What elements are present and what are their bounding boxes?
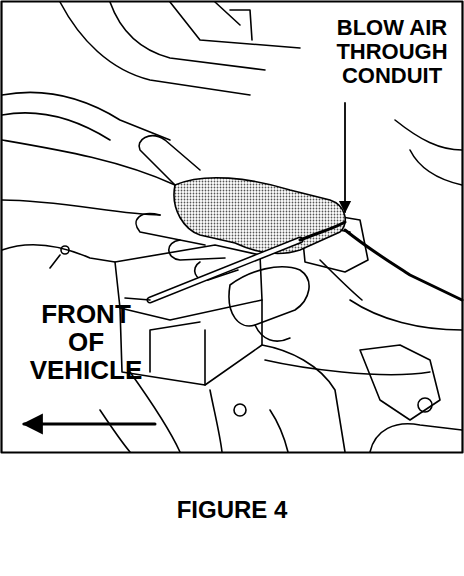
callout-label: BLOW AIR THROUGH CONDUIT bbox=[326, 16, 458, 87]
picture-frame bbox=[2, 2, 463, 453]
direction-arrow bbox=[24, 423, 155, 426]
direction-label: FRONT OF VEHICLE bbox=[24, 300, 148, 384]
engine-parts bbox=[2, 2, 300, 140]
hand bbox=[229, 267, 309, 341]
hoses bbox=[2, 120, 462, 452]
conduit bbox=[125, 222, 462, 300]
leader-arrow bbox=[344, 103, 346, 212]
hand bbox=[2, 136, 345, 280]
figure-caption: FIGURE 4 bbox=[82, 497, 382, 523]
